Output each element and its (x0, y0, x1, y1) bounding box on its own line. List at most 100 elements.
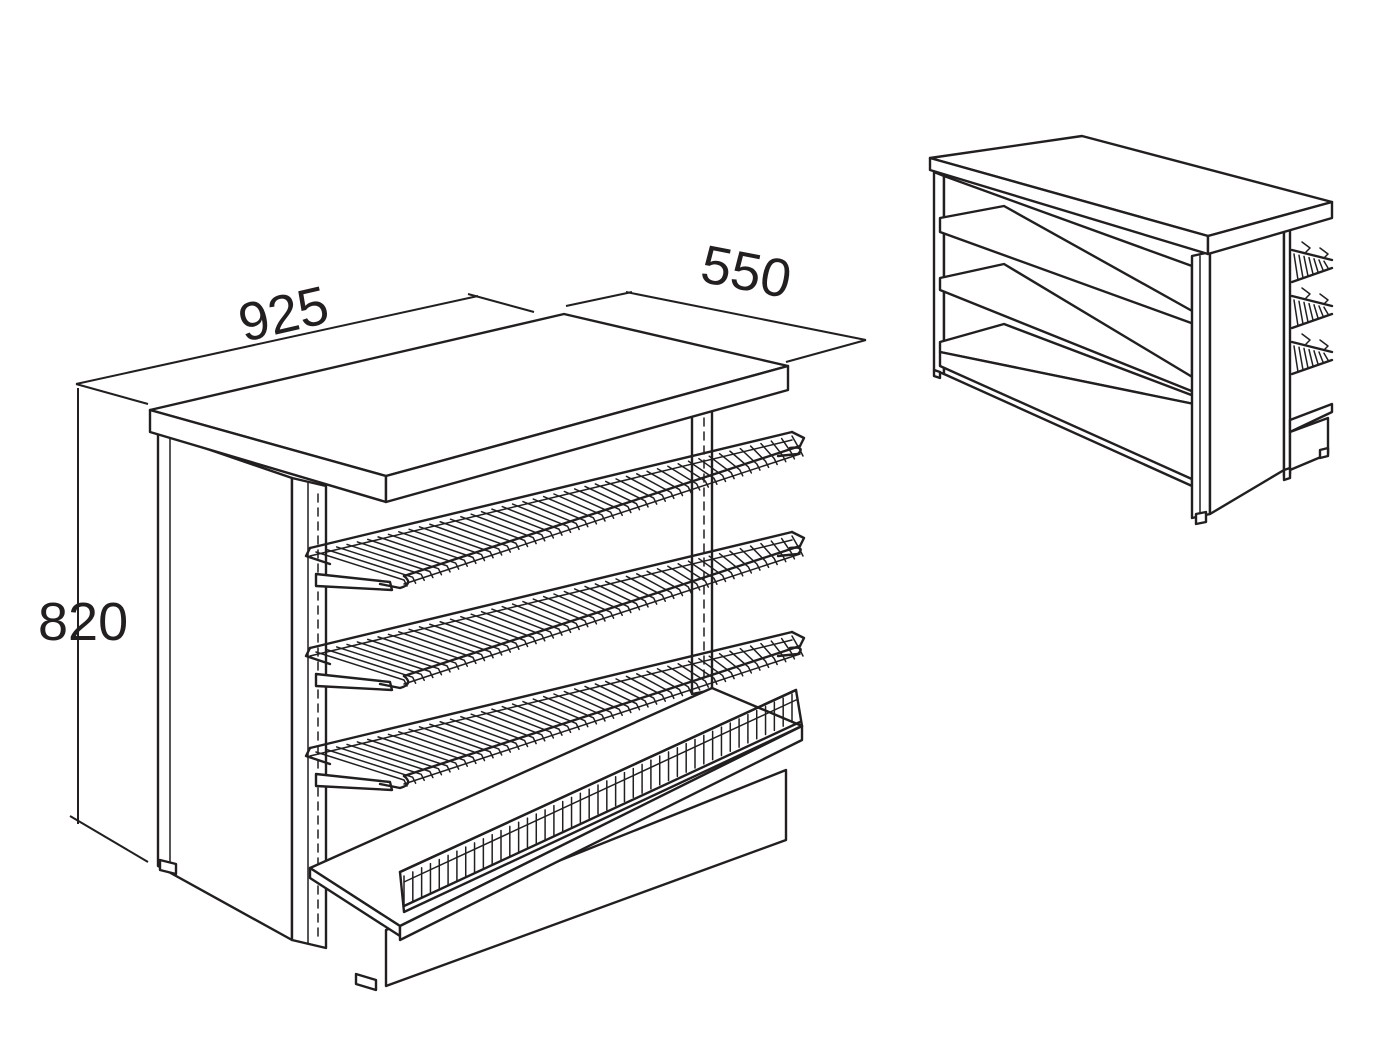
shelf-wire (377, 736, 460, 770)
shelf-wire (387, 733, 469, 767)
shelf-wire (770, 640, 787, 663)
end-shelf-wire (1293, 299, 1299, 327)
shelf-front-hook-left (378, 774, 410, 790)
shelf-wire (553, 693, 606, 722)
shelf-wire (418, 626, 494, 659)
shelf-wire (460, 715, 529, 748)
shelf-wire (656, 468, 692, 494)
shelf-wire (325, 548, 417, 584)
shelf-wire (491, 608, 555, 639)
shelf-wire (480, 610, 546, 642)
shelf-wire (780, 537, 796, 560)
shelf-wire (584, 585, 632, 614)
shelf-wire (501, 605, 563, 636)
shelf-wire (398, 631, 477, 665)
shelf-bracket (314, 772, 394, 792)
shelf-wire (418, 526, 494, 559)
shelf-bracket (314, 572, 394, 592)
secondary-foot-back (1318, 446, 1330, 460)
shelf-wire (315, 551, 408, 587)
depth-dimension-line (625, 291, 867, 341)
shelf-wire (418, 726, 494, 759)
shelf-wire (398, 731, 477, 765)
depth-extension-right (785, 339, 867, 363)
shelf-wire (646, 670, 684, 697)
shelf-wire (749, 645, 770, 669)
shelf-wire (615, 478, 658, 505)
width-dimension-line (75, 295, 479, 385)
shelf-wire (729, 550, 753, 574)
shelf-wire (460, 515, 529, 548)
end-shelf-wire (1303, 347, 1309, 369)
end-shelf-wire (1308, 348, 1314, 367)
fence-bottom-rail (402, 720, 802, 908)
shelf-wire (501, 705, 563, 736)
shelf-wire (439, 520, 512, 553)
shelf-wire (770, 540, 787, 563)
secondary-end-wire-shelves (1290, 241, 1334, 376)
shelf-wire (646, 570, 684, 597)
shelf-end-hook-right (776, 530, 806, 558)
shelf-front-rail-inner (403, 653, 801, 785)
shelf-wire (636, 473, 675, 500)
shelf-wire (615, 678, 658, 705)
bottom-bin-lip (398, 724, 804, 942)
width-label: 925 (233, 275, 334, 354)
shelf-wire (408, 528, 486, 562)
shelf-wire (542, 495, 598, 525)
shelf-wire (480, 710, 546, 742)
secondary-right-side (1208, 228, 1286, 516)
shelf-wire (770, 440, 787, 463)
shelf-wire (553, 493, 606, 522)
shelf-wire (366, 538, 451, 573)
shelf-wire (346, 743, 434, 779)
shelf-wire (511, 603, 572, 634)
shelf-wire (356, 541, 443, 576)
shelf-wire (584, 685, 632, 714)
left-side-panel (156, 430, 294, 942)
wire-shelf (304, 530, 806, 692)
width-extension-left (75, 383, 149, 405)
shelf-front-hook-left (378, 574, 410, 590)
shelf-wire (553, 593, 606, 622)
end-shelf-wire (1313, 258, 1319, 273)
shelf-wire (542, 695, 598, 725)
end-shelf-wire (1298, 346, 1304, 371)
shelf-wire (708, 455, 735, 480)
shelf-wire (522, 700, 580, 731)
shelf-wire (698, 657, 727, 683)
shelf-wire (563, 490, 615, 519)
shelf-wire (429, 523, 503, 556)
shelf-wire (739, 547, 761, 571)
shelf-wire (408, 628, 486, 662)
end-shelf-wire (1318, 259, 1324, 271)
shelf-front-rail-inner (403, 553, 801, 685)
shelf-wire (677, 462, 710, 488)
end-shelf-wire (1303, 255, 1309, 277)
shelf-wire (522, 600, 580, 631)
end-wire-shelf (1290, 333, 1334, 376)
wire-shelf (304, 630, 806, 792)
shelf-wire (408, 728, 486, 762)
shelf-wire (625, 675, 667, 702)
shelf-wire (625, 475, 667, 502)
shelf-wire (718, 552, 744, 577)
end-shelf-hook (1301, 333, 1329, 351)
shelf-end-hook-right (776, 430, 806, 458)
shelf-wire (708, 555, 735, 580)
shelf-wire (636, 673, 675, 700)
shelf-wire (677, 562, 710, 588)
shelf-wire (749, 445, 770, 469)
shelf-wire (356, 641, 443, 676)
shelf-front-rail (402, 444, 802, 578)
shelf-wire (677, 662, 710, 688)
shelf-wire (356, 741, 443, 776)
shelf-wire (532, 598, 589, 628)
shelf-front-rail (402, 544, 802, 678)
shelf-wire (687, 560, 718, 586)
shelf-wire (698, 557, 727, 583)
shelf-wire (439, 720, 512, 753)
shelf-wire (439, 620, 512, 653)
shelf-wire (335, 746, 425, 782)
end-shelf-rail-top (1290, 294, 1334, 308)
